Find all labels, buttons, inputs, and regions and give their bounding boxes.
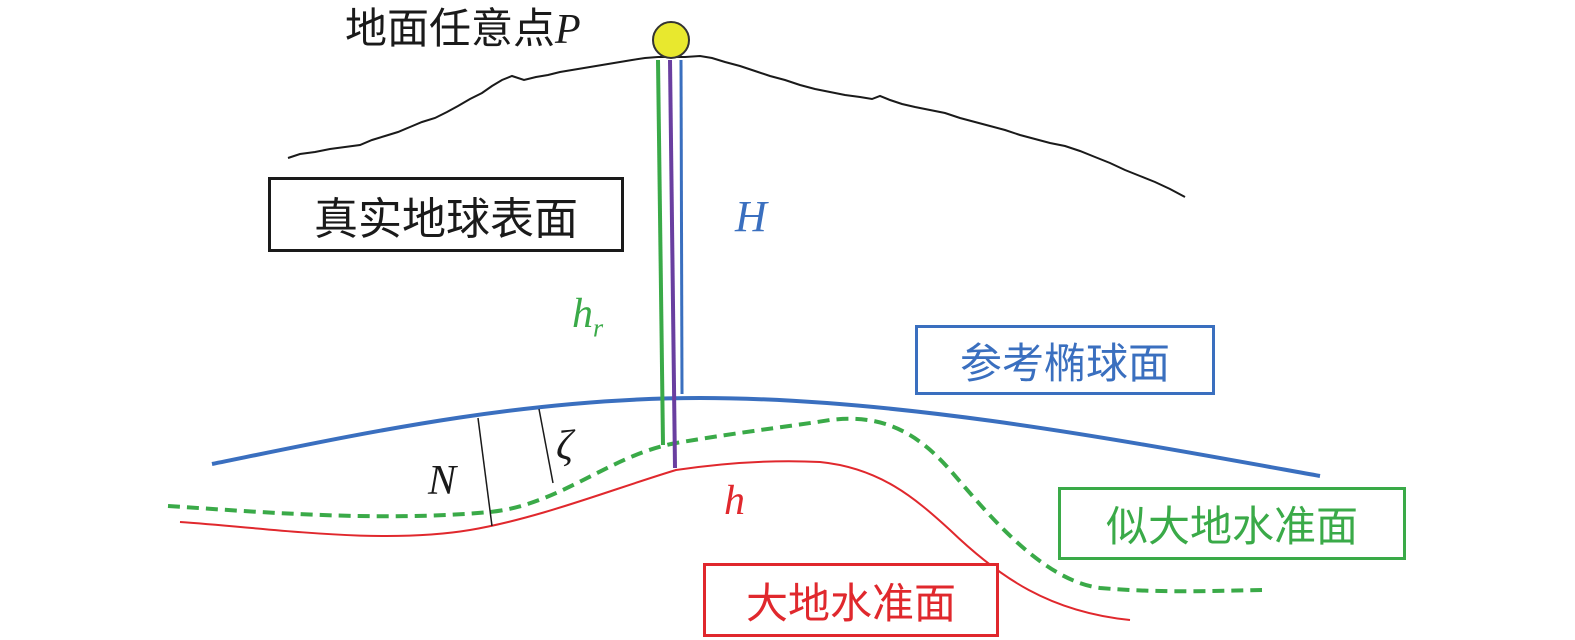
quasigeoid-label: 似大地水准面 — [1105, 502, 1358, 551]
earth-surface-box: 真实地球表面 — [268, 177, 624, 252]
quasigeoid-curve — [167, 416, 1263, 594]
point-p-text: 地面任意点 — [345, 4, 556, 53]
zeta-label: ζ — [556, 423, 574, 469]
ellipsoid-label: 参考椭球面 — [959, 338, 1170, 388]
zeta-separation-line — [538, 408, 554, 484]
geoid-box: 大地水准面 — [703, 563, 999, 637]
point-p-label: 地面任意点P — [345, 7, 581, 53]
quasigeoid-box: 似大地水准面 — [1058, 487, 1406, 560]
earth-surface-label: 真实地球表面 — [314, 193, 578, 245]
N-label: N — [428, 458, 457, 504]
terrain-surface-curve — [287, 54, 1186, 198]
hr-base: h — [572, 291, 593, 337]
normal-plumb-line — [668, 59, 677, 469]
h-label: h — [724, 478, 745, 524]
point-p-marker — [652, 21, 690, 59]
H-height-line — [679, 59, 684, 395]
geoid-label: 大地水准面 — [745, 578, 956, 628]
N-separation-line — [477, 417, 493, 527]
ellipsoid-curve — [211, 395, 1321, 478]
hr-subscript: r — [593, 313, 604, 343]
hr-height-line — [656, 59, 665, 446]
geoid-curve — [179, 460, 1131, 621]
ellipsoid-box: 参考椭球面 — [915, 325, 1215, 395]
hr-label: hr — [572, 293, 603, 341]
point-p-symbol: P — [555, 7, 581, 53]
H-label: H — [735, 192, 767, 241]
